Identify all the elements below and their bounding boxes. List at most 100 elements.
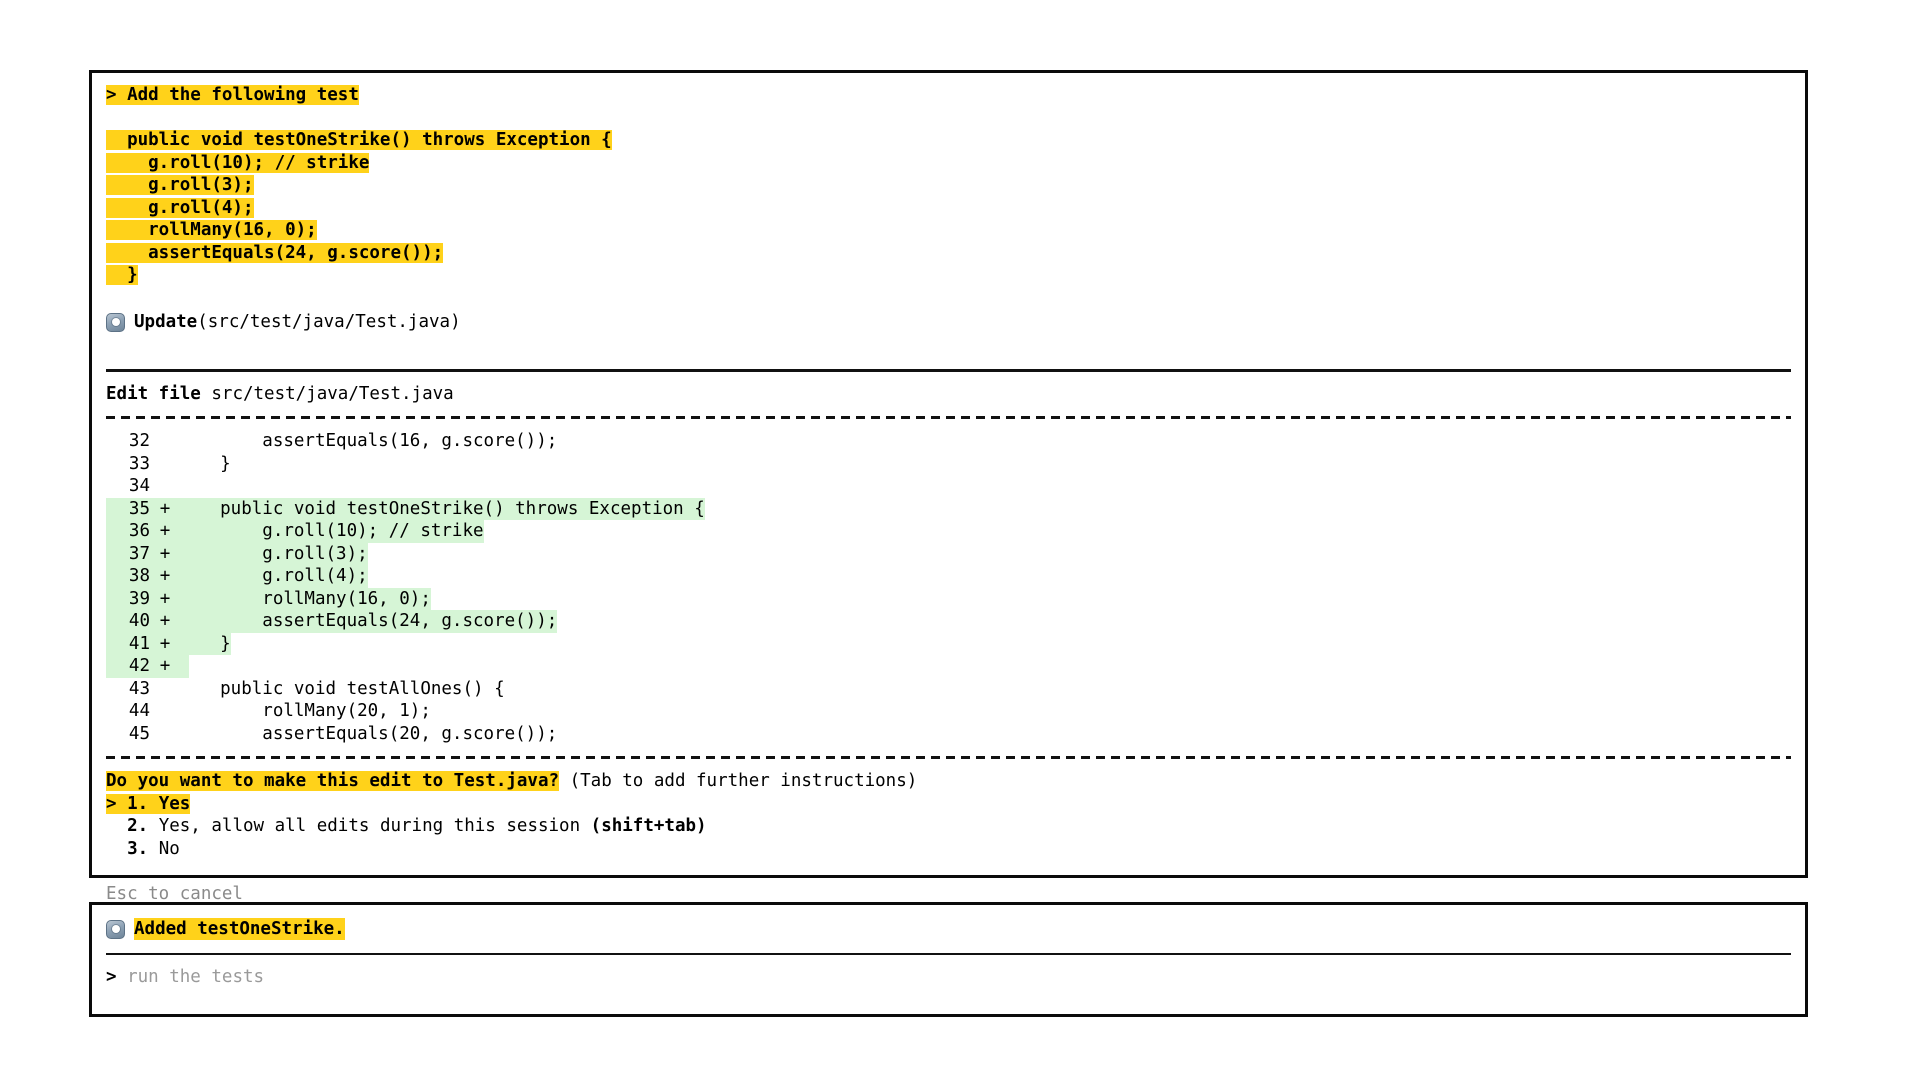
option-label: Yes bbox=[158, 793, 191, 814]
diff-line-code bbox=[178, 655, 189, 678]
diff-line-sign bbox=[152, 678, 178, 701]
diff-line-code bbox=[178, 475, 189, 498]
footer-rule bbox=[106, 953, 1791, 955]
option-marker bbox=[106, 839, 127, 859]
diff-line-number: 32 bbox=[128, 431, 150, 451]
diff-line: 44 rollMany(20, 1); bbox=[106, 700, 1791, 723]
assistant-message-line: Added testOneStrike. bbox=[106, 916, 1791, 942]
pasted-code-line: g.roll(3); bbox=[106, 175, 254, 195]
command-input[interactable]: run the tests bbox=[127, 967, 265, 987]
diff-line-sign: + bbox=[152, 610, 178, 633]
diff-line-sign: + bbox=[152, 587, 178, 610]
diff-line-number: 33 bbox=[128, 453, 150, 474]
user-prompt-line: > Add the following test bbox=[106, 84, 1791, 107]
tool-call-update[interactable]: Update(src/test/java/Test.java) bbox=[106, 309, 1791, 335]
app-window-icon bbox=[106, 312, 125, 332]
diff-line-sign: + bbox=[152, 497, 178, 520]
option-marker bbox=[106, 816, 127, 836]
edit-file-header: Edit file src/test/java/Test.java bbox=[106, 383, 1791, 406]
diff-line: 39+ rollMany(16, 0); bbox=[106, 587, 1791, 610]
diff-line: 34 bbox=[106, 475, 1791, 498]
diff-line: 37+ g.roll(3); bbox=[106, 542, 1791, 565]
tool-call-args: (src/test/java/Test.java) bbox=[197, 311, 461, 332]
assistant-message-text: Added testOneStrike. bbox=[134, 917, 345, 941]
pasted-code-line: public void testOneStrike() throws Excep… bbox=[106, 130, 612, 150]
diff-line: 35+ public void testOneStrike() throws E… bbox=[106, 497, 1791, 520]
diff-line-number: 42 bbox=[106, 655, 152, 678]
diff-line-number: 41 bbox=[106, 632, 152, 655]
diff-line-number: 45 bbox=[128, 723, 150, 744]
option-number: 1. bbox=[127, 793, 159, 814]
diff-line-number: 39 bbox=[106, 587, 152, 610]
diff-line-code: g.roll(10); // strike bbox=[178, 520, 484, 543]
diff-top-separator bbox=[106, 416, 1791, 419]
pasted-code-line: } bbox=[106, 265, 138, 285]
edit-file-path: src/test/java/Test.java bbox=[211, 383, 454, 404]
tool-call-name: Update bbox=[134, 311, 198, 332]
diff-line-number: 36 bbox=[106, 520, 152, 543]
diff-line-sign bbox=[152, 430, 178, 453]
user-prompt-text: Add the following test bbox=[127, 85, 359, 105]
diff-line-number: 38 bbox=[106, 565, 152, 588]
pasted-code-line: g.roll(4); bbox=[106, 197, 254, 218]
confirm-option[interactable]: 3. No bbox=[106, 838, 1791, 861]
diff-line-code: assertEquals(24, g.score()); bbox=[178, 610, 558, 633]
diff-line: 42+ bbox=[106, 655, 1791, 678]
option-marker: > bbox=[106, 793, 128, 814]
diff-line-code: rollMany(20, 1); bbox=[178, 701, 431, 721]
diff-line-code: } bbox=[178, 632, 231, 655]
diff-line-sign: + bbox=[152, 565, 178, 588]
diff-line-code: g.roll(3); bbox=[178, 542, 368, 565]
diff-line-sign bbox=[152, 475, 178, 498]
diff-line: 33 } bbox=[106, 453, 1791, 476]
pasted-code-block: public void testOneStrike() throws Excep… bbox=[106, 129, 1791, 287]
diff-line: 41+ } bbox=[106, 632, 1791, 655]
pasted-code-line: g.roll(10); // strike bbox=[106, 152, 370, 173]
diff-bottom-separator bbox=[106, 756, 1791, 759]
pasted-code-line: rollMany(16, 0); bbox=[106, 220, 317, 240]
footer-panel: Added testOneStrike. > run the tests bbox=[89, 902, 1808, 1017]
command-input-line[interactable]: > run the tests bbox=[106, 966, 1791, 989]
conversation-panel: > Add the following test public void tes… bbox=[89, 70, 1808, 904]
input-space bbox=[117, 967, 128, 987]
diff-line: 45 assertEquals(20, g.score()); bbox=[106, 723, 1791, 746]
diff-line-code: public void testOneStrike() throws Excep… bbox=[178, 497, 705, 520]
option-shortcut: (shift+tab) bbox=[580, 816, 707, 836]
confirm-hint-space bbox=[559, 771, 570, 791]
edit-file-sep bbox=[201, 384, 212, 404]
diff-line-sign: + bbox=[152, 520, 178, 543]
diff-line-code: } bbox=[178, 453, 231, 474]
diff-line: 43 public void testAllOnes() { bbox=[106, 678, 1791, 701]
option-label: Yes, allow all edits during this session bbox=[158, 816, 581, 836]
diff-line-code: assertEquals(16, g.score()); bbox=[178, 431, 558, 451]
diff-line: 36+ g.roll(10); // strike bbox=[106, 520, 1791, 543]
diff-line-code: assertEquals(20, g.score()); bbox=[178, 723, 558, 744]
input-caret: > bbox=[106, 967, 117, 987]
option-number: 2. bbox=[127, 816, 159, 836]
prompt-caret: > bbox=[106, 85, 117, 105]
option-label: No bbox=[158, 838, 180, 859]
confirm-question: Do you want to make this edit to Test.ja… bbox=[106, 771, 560, 791]
diff-line-code: public void testAllOnes() { bbox=[178, 678, 505, 699]
diff-line-number: 37 bbox=[106, 542, 152, 565]
diff-line-sign: + bbox=[152, 655, 178, 678]
confirm-hint: (Tab to add further instructions) bbox=[569, 771, 918, 791]
edit-panel-top-rule bbox=[106, 368, 1791, 372]
pasted-code-line: assertEquals(24, g.score()); bbox=[106, 242, 444, 263]
diff-line: 40+ assertEquals(24, g.score()); bbox=[106, 610, 1791, 633]
diff-line-sign bbox=[152, 700, 178, 723]
diff-line-number: 44 bbox=[128, 701, 150, 721]
diff-line: 38+ g.roll(4); bbox=[106, 565, 1791, 588]
diff-line-sign bbox=[152, 723, 178, 746]
option-number: 3. bbox=[127, 838, 159, 859]
diff-line-number: 40 bbox=[106, 610, 152, 633]
confirm-options-list[interactable]: > 1. Yes 2. Yes, allow all edits during … bbox=[106, 793, 1791, 861]
diff-line-number: 34 bbox=[128, 476, 150, 496]
esc-cancel-hint: Esc to cancel bbox=[106, 883, 243, 904]
diff-line-code: rollMany(16, 0); bbox=[178, 587, 431, 610]
confirm-option[interactable]: > 1. Yes bbox=[106, 793, 1791, 816]
confirm-option[interactable]: 2. Yes, allow all edits during this sess… bbox=[106, 815, 1791, 838]
diff-line-code: g.roll(4); bbox=[178, 565, 368, 588]
app-window-icon bbox=[106, 919, 125, 939]
edit-file-label: Edit file bbox=[106, 383, 201, 404]
